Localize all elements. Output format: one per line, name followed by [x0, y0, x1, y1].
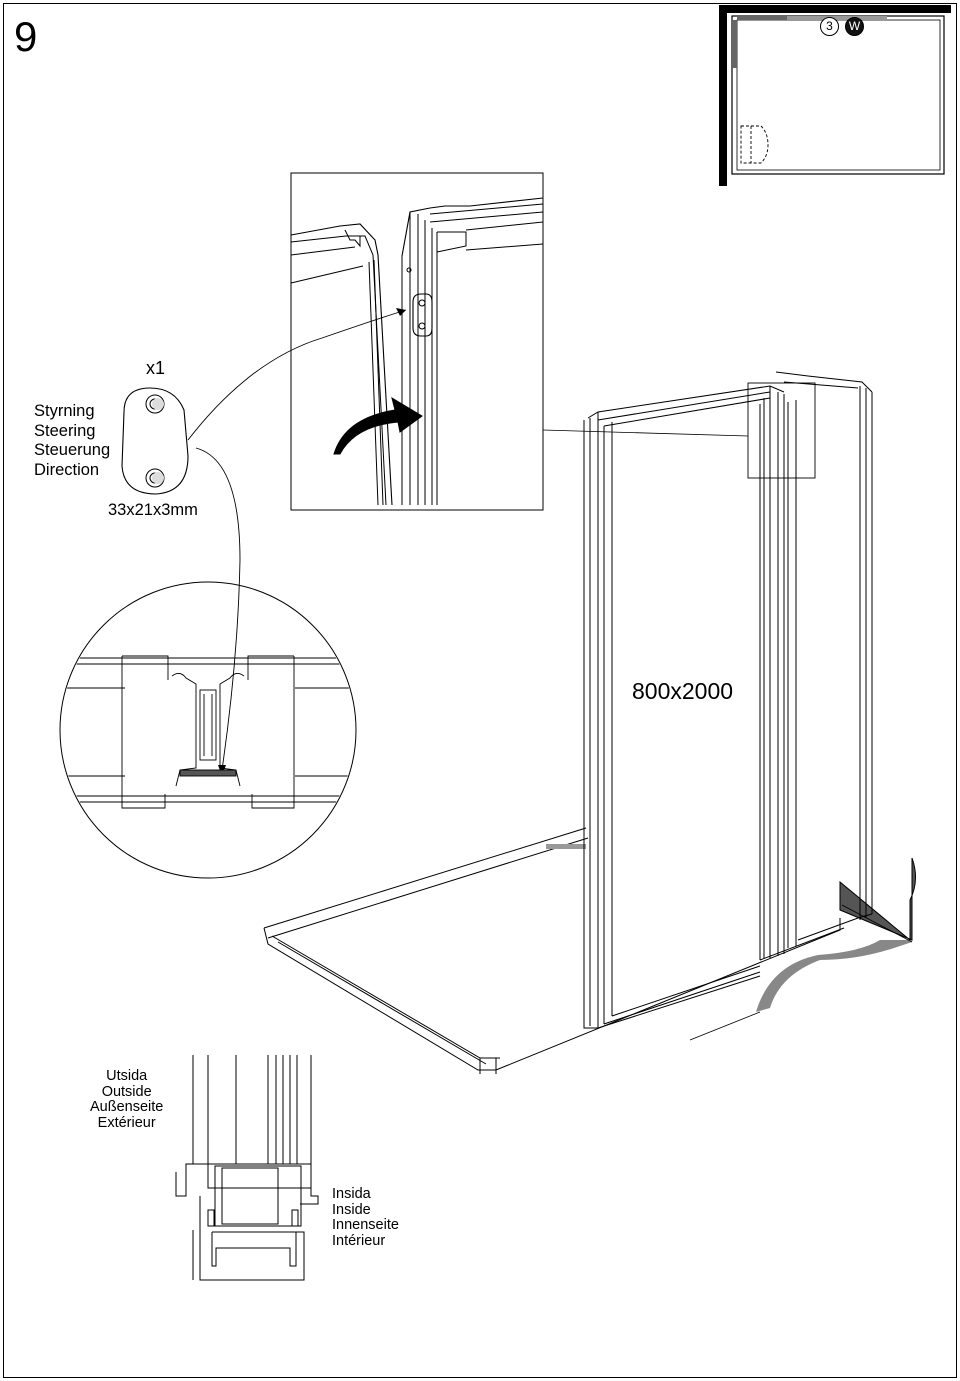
inside-label-list: Insida Inside Innenseite Intérieur [332, 1186, 399, 1249]
page-border [3, 3, 957, 1378]
part-name-list: Styrning Steering Steuerung Direction [34, 402, 110, 480]
rotation-arrow-icon [333, 396, 423, 455]
profile-cross-section [175, 1055, 319, 1281]
guide-part-icon [121, 387, 189, 495]
leader-line-top [187, 309, 407, 441]
part-name-de: Steuerung [34, 441, 111, 459]
part-dimensions: 33x21x3mm [108, 501, 198, 519]
part-name-en: Direction [34, 460, 100, 479]
inside-label-en: Inside [332, 1201, 371, 1218]
inside-label-fr: Intérieur [332, 1232, 386, 1249]
panel-size-label: 800x2000 [632, 678, 734, 704]
outside-label-list: Utsida Outside Außenseite Extérieur [90, 1068, 164, 1131]
plan-badge-number: 3 [820, 17, 839, 36]
part-quantity: x1 [146, 358, 166, 378]
hinge-detail-view [290, 172, 544, 511]
inside-label-de: Innenseite [332, 1217, 399, 1233]
outside-label-fr: Extérieur [97, 1114, 156, 1131]
shower-assembly [263, 371, 916, 1074]
plan-badge-letter: W [845, 17, 864, 36]
outside-label-en: Outside [101, 1083, 152, 1100]
outside-label-sv: Utsida [106, 1068, 148, 1084]
part-name-en-gb: Steering [34, 421, 96, 440]
part-name-sv: Styrning [34, 402, 95, 420]
step-number: 9 [14, 13, 38, 60]
plan-view-diagram [719, 5, 951, 186]
section-detail-circle [59, 581, 357, 879]
outside-label-de: Außenseite [90, 1099, 164, 1115]
leader-line-bottom [195, 447, 241, 771]
inside-label-sv: Insida [332, 1186, 371, 1202]
